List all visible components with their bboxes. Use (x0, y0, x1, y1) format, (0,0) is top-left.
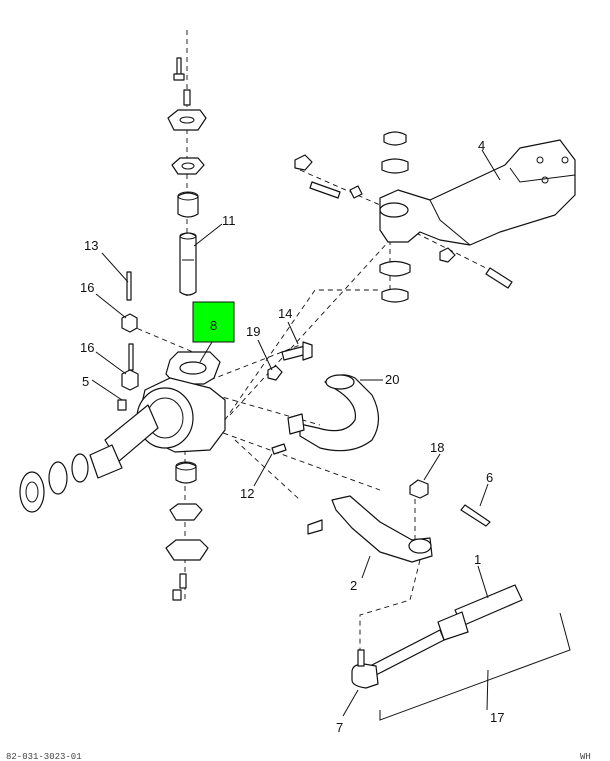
callout-2: 2 (350, 578, 357, 593)
assembly-bracket-17 (379, 612, 571, 721)
callout-13: 13 (84, 238, 98, 253)
callout-4: 4 (478, 138, 485, 153)
upper-cap-stack (167, 57, 207, 218)
nut-18-pin-6 (409, 479, 491, 527)
callout-labels: 1 2 4 5 6 7 8 11 12 13 14 16 16 17 18 19… (80, 138, 504, 735)
callout-16-upper: 16 (80, 280, 94, 295)
callout-6: 6 (486, 470, 493, 485)
kingpin (179, 232, 197, 296)
callout-5: 5 (82, 374, 89, 389)
steering-knuckle (19, 351, 226, 513)
footer-drawing-number: 82-031-3023-01 (6, 752, 82, 761)
callout-16-lower: 16 (80, 340, 94, 355)
callout-19: 19 (246, 324, 260, 339)
bolt-and-nuts (117, 271, 139, 411)
tie-rod-assembly (351, 584, 523, 689)
footer-code: WH (580, 752, 591, 761)
lower-cap-stack (165, 461, 209, 601)
callout-11: 11 (222, 213, 236, 228)
steering-arm (287, 374, 380, 452)
cross-tube-arm (307, 495, 433, 563)
callout-14: 14 (278, 306, 292, 321)
callout-8: 8 (210, 318, 217, 333)
leader-lines (91, 149, 501, 717)
callout-7: 7 (336, 720, 343, 735)
axle-bolts (294, 154, 513, 289)
callout-1: 1 (474, 552, 481, 567)
callout-18: 18 (430, 440, 444, 455)
axle-beam (379, 131, 576, 303)
callout-17: 17 (490, 710, 504, 725)
bolt-14-washer-19 (267, 341, 313, 381)
callout-12: 12 (240, 486, 254, 501)
callout-20: 20 (385, 372, 399, 387)
key-12 (271, 443, 287, 455)
highlight-box-part-8[interactable] (192, 301, 235, 343)
